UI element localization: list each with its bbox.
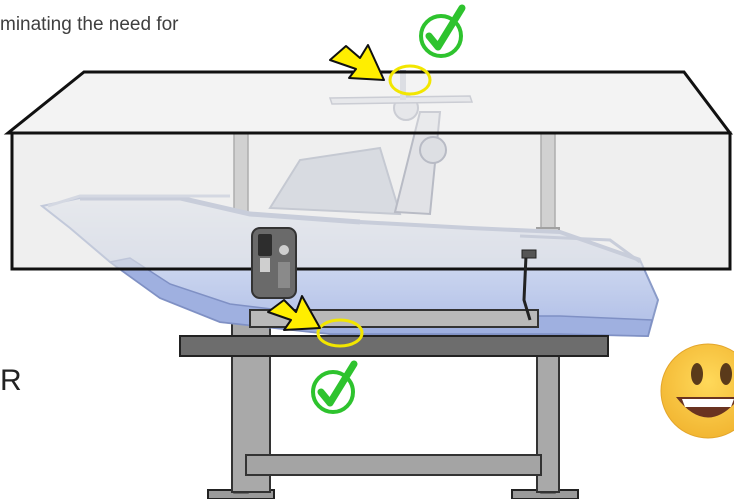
highlight-ellipse-top (388, 64, 432, 96)
side-letter-text: R (0, 364, 22, 397)
caption-text: minating the need for (0, 14, 179, 35)
canopy-roof (3, 70, 734, 135)
lift-bunk-beam (179, 335, 609, 357)
lift-bottom-crossbar (245, 454, 542, 476)
highlight-ellipse-bottom (316, 318, 364, 348)
smiling-face-emoji (660, 343, 734, 439)
lift-cradle-bar (249, 309, 539, 328)
lift-motor-unit (251, 227, 297, 299)
yellow-arrow-icon (267, 295, 321, 331)
canopy-cover (10, 131, 732, 271)
lift-cable (522, 255, 532, 321)
green-checkmark-icon (419, 4, 466, 58)
yellow-arrow-icon (329, 44, 385, 81)
green-checkmark-icon (311, 360, 358, 414)
